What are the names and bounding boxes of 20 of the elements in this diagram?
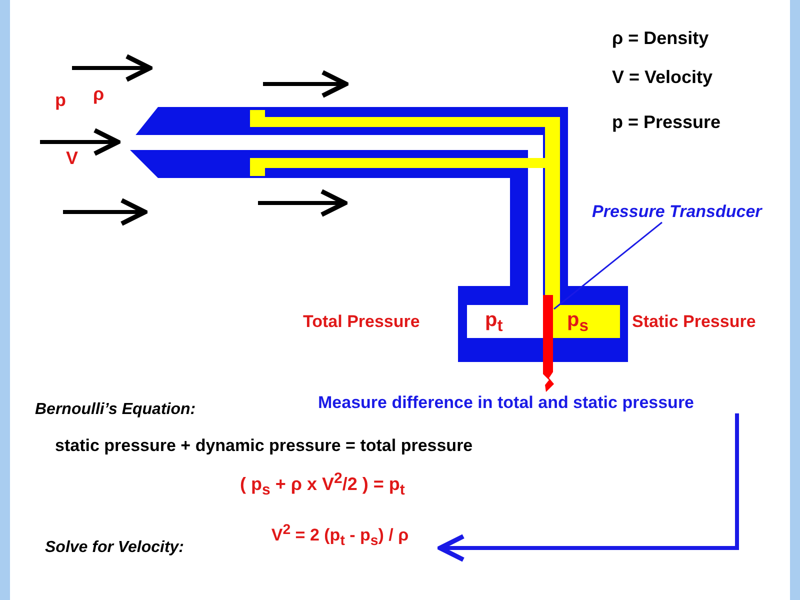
chamber-symbol: p$_{s}$ [567, 308, 588, 336]
instruction-text: Measure difference in total and static pressure [318, 393, 694, 414]
symbol-label: ρ [93, 84, 104, 106]
chamber-label: Static Pressure [632, 312, 756, 332]
leader-line [554, 222, 662, 310]
equation-text: static pressure + dynamic pressure = total pressure [55, 436, 473, 456]
legend-text: p = Pressure [612, 112, 721, 134]
arrow [438, 413, 739, 562]
equation-formula: ( p$_{s}$ + ρ x V$^{2}$/2 ) = p$_{t}$ [240, 470, 405, 500]
chamber-symbol: p$_{t}$ [485, 308, 503, 336]
callout-label: Pressure Transducer [592, 202, 762, 222]
chamber-label: Total Pressure [303, 312, 420, 332]
heading-text: Solve for Velocity: [45, 538, 184, 558]
velocity-formula: V$^{2}$ = 2 (p$_{t}$ - p$_{s}$) / ρ [240, 522, 440, 550]
symbol-label: p [55, 90, 66, 112]
legend-text: ρ = Density [612, 28, 709, 50]
symbol-label: V [66, 148, 78, 170]
pressure-transducer [543, 295, 554, 392]
heading-text: Bernoulli’s Equation: [35, 400, 196, 420]
legend-text: V = Velocity [612, 67, 713, 89]
